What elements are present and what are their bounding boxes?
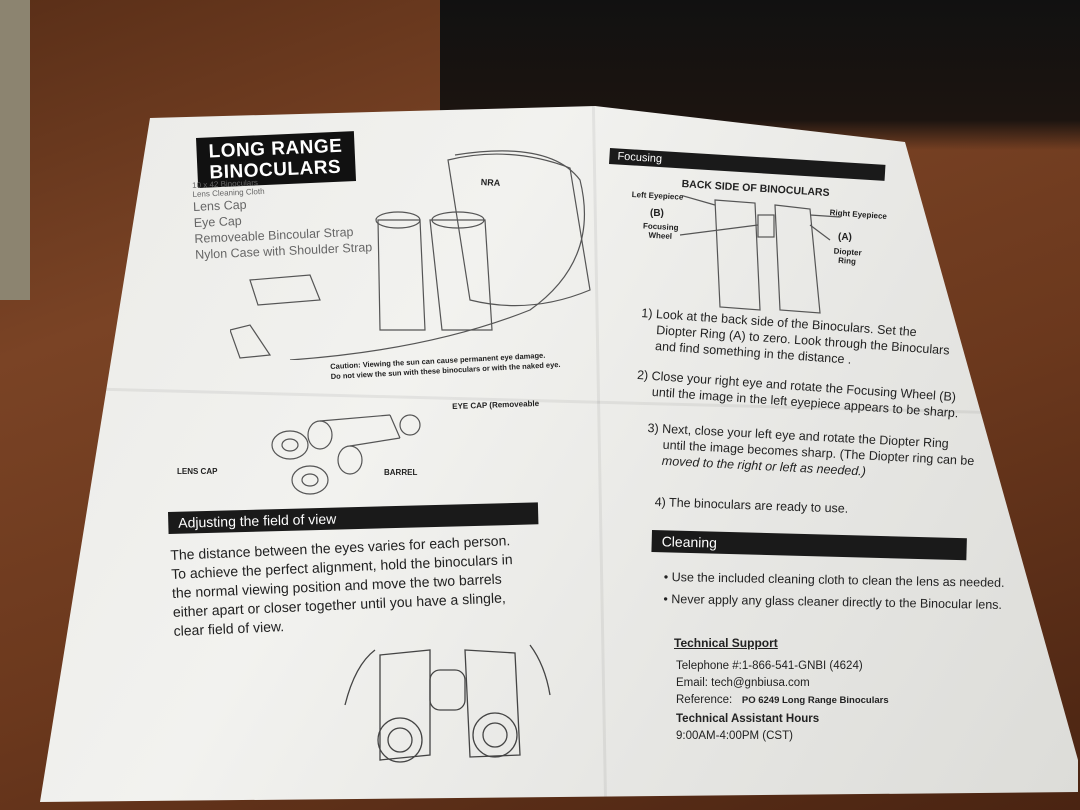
focus-steps: 1) Look at the back side of the Binocula… <box>634 305 964 437</box>
label-b: (B) <box>650 208 664 219</box>
support-info: Telephone #:1-866-541-GNBI (4624) Email:… <box>676 658 889 745</box>
adjust-text: The distance between the eyes varies for… <box>170 531 515 641</box>
support-telephone: Telephone #:1-866-541-GNBI (4624) <box>676 660 863 672</box>
hours-title: Technical Assistant Hours <box>676 713 820 725</box>
support-reference: Reference: PO 6249 Long Range Binoculars <box>676 692 889 709</box>
step-2: 2) Close your right eye and rotate the F… <box>635 367 960 421</box>
reference-label: Reference: <box>676 694 733 706</box>
background-wall <box>0 0 30 300</box>
reference-value: PO 6249 Long Range Binoculars <box>741 695 889 706</box>
barrel-label: BARREL <box>384 468 418 477</box>
label-a: (A) <box>838 232 852 243</box>
bullet-text: Never apply any glass cleaner directly t… <box>671 592 1003 612</box>
support-title: Technical Support <box>674 636 778 650</box>
focusing-wheel-label: Focusing Wheel <box>642 221 679 241</box>
binoculars-front-illustration <box>344 644 551 763</box>
binoculars-case-illustration <box>230 150 591 360</box>
bullet-text: Use the included cleaning cloth to clean… <box>671 570 1005 590</box>
hours-value: 9:00AM-4:00PM (CST) <box>676 730 793 742</box>
case-brand-label: NRA <box>480 177 501 189</box>
cleaning-bullets: • Use the included cleaning cloth to cle… <box>663 566 1004 616</box>
lens-cap-illustration <box>271 414 421 495</box>
lens-cap-label: LENS CAP <box>177 467 218 476</box>
support-email[interactable]: Email: tech@gnbiusa.com <box>676 677 810 689</box>
back-side-binoculars-illustration <box>680 195 841 314</box>
